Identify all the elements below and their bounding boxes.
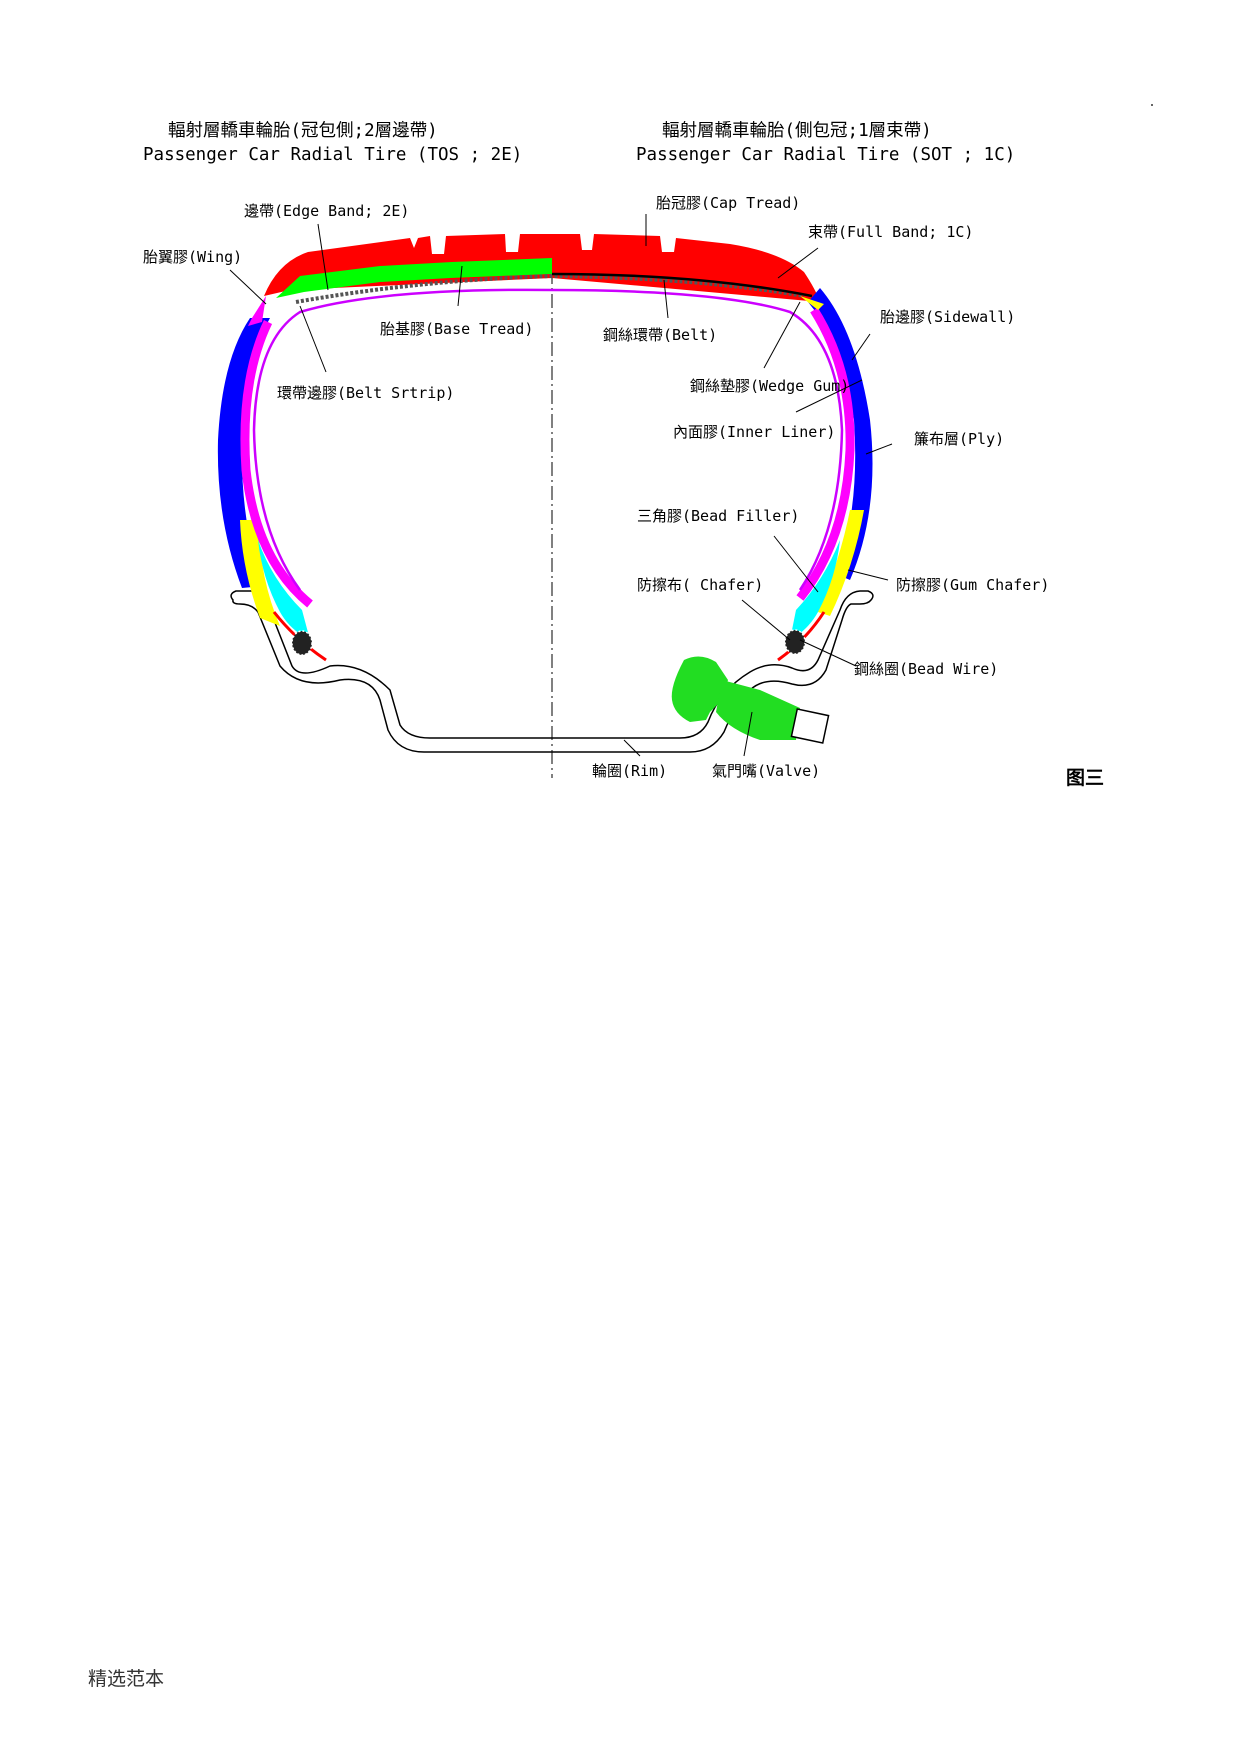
label-bead-filler: 三角膠(Bead Filler)	[637, 507, 799, 525]
label-full-band: 束帶(Full Band; 1C)	[808, 223, 973, 241]
sidewall-right	[808, 288, 873, 580]
label-wedge-gum: 鋼絲墊膠(Wedge Gum)	[690, 377, 849, 395]
steel-belt	[295, 273, 805, 304]
footer-text: 精选范本	[88, 1668, 165, 1690]
label-valve: 氣門嘴(Valve)	[712, 762, 820, 780]
label-bead-wire: 鋼絲圈(Bead Wire)	[854, 660, 998, 678]
bead-wire-left	[291, 630, 313, 656]
label-wing: 胎翼膠(Wing)	[143, 248, 242, 266]
title-right-en: Passenger Car Radial Tire (SOT ; 1C)	[636, 145, 1015, 165]
title-left-en: Passenger Car Radial Tire (TOS ; 2E)	[143, 145, 522, 165]
valve-body	[671, 656, 728, 722]
ply-left	[240, 320, 313, 608]
base-tread	[276, 258, 552, 298]
inner-liner-left	[252, 288, 553, 591]
stray-dot	[1151, 104, 1153, 106]
label-ply: 簾布層(Ply)	[914, 430, 1004, 448]
title-right-cn: 輻射層轎車輪胎(側包冠;1層束帶)	[662, 121, 932, 141]
label-belt: 鋼絲環帶(Belt)	[603, 326, 717, 344]
label-sidewall: 胎邊膠(Sidewall)	[880, 308, 1015, 326]
gum-chafer-right	[818, 510, 864, 616]
label-rim: 輪圈(Rim)	[592, 762, 667, 780]
rim	[230, 590, 874, 753]
bead-filler-left	[258, 540, 310, 640]
inner-liner-right	[551, 288, 844, 591]
full-band	[551, 272, 813, 298]
label-edge-band: 邊帶(Edge Band; 2E)	[244, 202, 409, 220]
leader-lines	[229, 214, 893, 757]
label-base-tread: 胎基膠(Base Tread)	[380, 320, 533, 338]
gum-chafer-left	[240, 520, 280, 626]
wedge-gum-right	[800, 296, 824, 310]
valve-cap	[790, 708, 830, 744]
label-inner-liner: 內面膠(Inner Liner)	[673, 423, 835, 441]
bead-filler-right	[790, 540, 840, 640]
label-chafer: 防擦布( Chafer)	[637, 576, 763, 594]
label-belt-strip: 環帶邊膠(Belt Srtrip)	[277, 384, 454, 402]
label-gum-chafer: 防擦膠(Gum Chafer)	[896, 576, 1049, 594]
valve-stem	[716, 680, 800, 740]
figure-label: 图三	[1066, 767, 1104, 789]
title-left-cn: 輻射層轎車輪胎(冠包側;2層邊帶)	[168, 121, 438, 141]
bead-wire-right	[784, 629, 806, 655]
ply-right	[796, 307, 855, 601]
sidewall-left	[217, 318, 270, 588]
label-cap-tread: 胎冠膠(Cap Tread)	[656, 194, 800, 212]
wing-left	[248, 296, 266, 326]
